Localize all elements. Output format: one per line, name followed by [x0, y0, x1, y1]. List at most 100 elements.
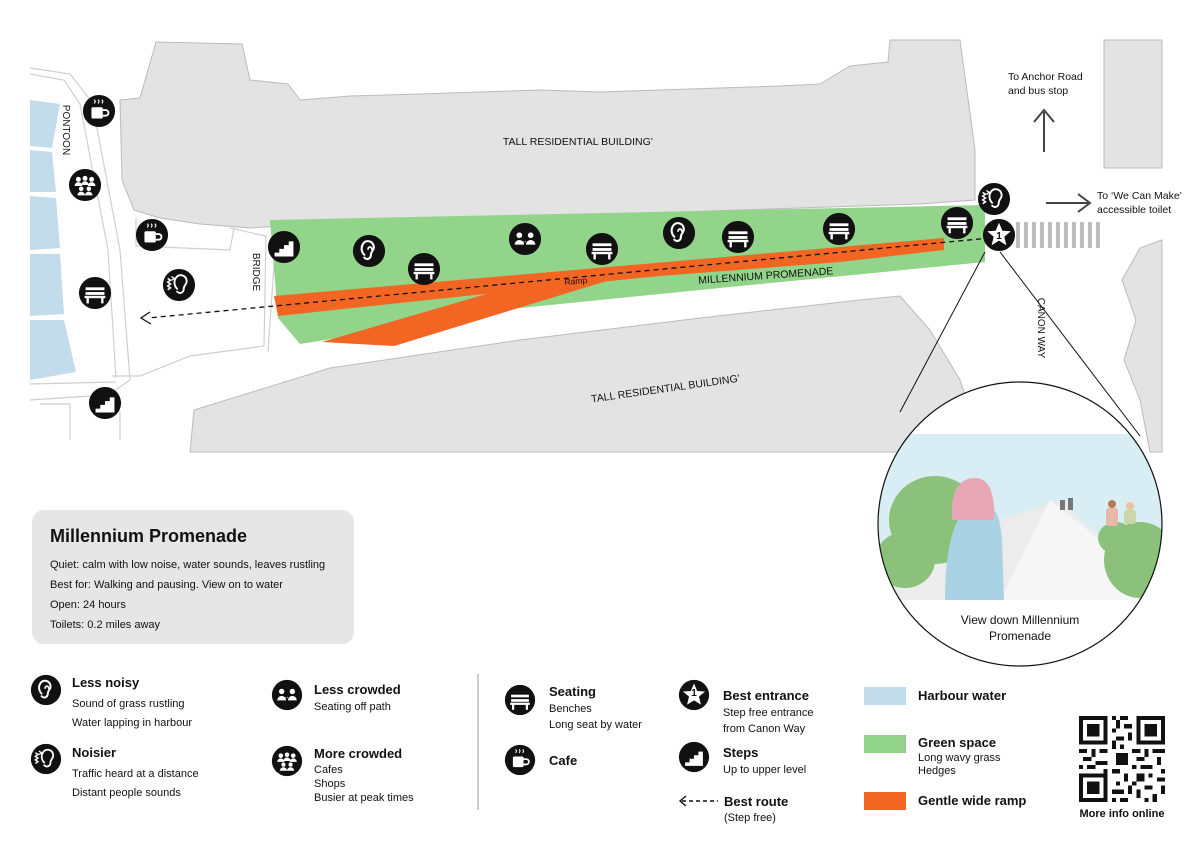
cup-icon[interactable]	[135, 218, 169, 252]
info-open: Open: 24 hours	[50, 599, 126, 611]
ear-icon[interactable]	[352, 234, 386, 268]
legend-cafe: Cafe	[549, 752, 577, 770]
best-entrance-legend-marker: 1	[678, 679, 710, 711]
qr-label: More info online	[1079, 808, 1165, 820]
view-caption-line1: View down Millennium	[961, 613, 1080, 627]
label-we-can-make-2: accessible toilet	[1097, 204, 1171, 216]
arrow-up-icon	[1033, 108, 1055, 152]
tall-residential-building-bottom	[189, 295, 987, 453]
legend-harbour-water-title: Harbour water	[918, 688, 1007, 703]
bench-icon[interactable]	[940, 206, 974, 240]
legend-green-space-line2: Hedges	[918, 765, 956, 777]
two-people-icon[interactable]	[508, 222, 542, 256]
tall-residential-building-top	[119, 39, 976, 229]
legend-best-entrance-line1: Step free entrance	[723, 707, 814, 719]
legend-more-crowded-line2: Shops	[314, 778, 346, 790]
steps-icon[interactable]	[267, 230, 301, 264]
bench-icon[interactable]	[407, 252, 441, 286]
dashed-arrow-icon	[678, 795, 718, 807]
bench-icon[interactable]	[822, 212, 856, 246]
legend-cafe-title: Cafe	[549, 753, 578, 768]
label-pontoon: PONTOON	[60, 105, 71, 155]
bench-icon[interactable]	[585, 232, 619, 266]
steps-icon	[678, 741, 710, 773]
info-toilets: Toilets: 0.2 miles away	[50, 619, 161, 631]
best-entrance-legend-number: 1	[691, 688, 697, 699]
info-title: Millennium Promenade	[50, 526, 248, 546]
callout-lines	[899, 251, 1141, 437]
legend-less-noisy-line2: Water lapping in harbour	[72, 717, 193, 729]
building-right-top	[1103, 39, 1163, 169]
legend-noisier-title: Noisier	[72, 745, 117, 760]
legend-less-noisy-line1: Sound of grass rustling	[72, 698, 185, 710]
legend-best-entrance: Best entrance Step free entrance from Ca…	[723, 687, 814, 737]
legend-seating-line1: Benches	[549, 703, 592, 715]
best-entrance-number: 1	[996, 231, 1002, 242]
pedestrian-crossing	[1016, 222, 1100, 248]
group-icon[interactable]	[68, 168, 102, 202]
gentle-wide-ramp	[274, 238, 944, 346]
best-entrance-marker[interactable]: 1	[982, 218, 1016, 252]
legend-more-crowded: More crowded Cafes Shops Busier at peak …	[314, 745, 414, 805]
legend-best-route: Best route (Step free)	[724, 793, 788, 825]
best-route-line	[147, 237, 991, 319]
legend-more-crowded-line1: Cafes	[314, 764, 343, 776]
legend-gentle-ramp: Gentle wide ramp	[918, 792, 1026, 810]
legend-gentle-ramp-title: Gentle wide ramp	[918, 793, 1027, 808]
legend-noisier-line2: Distant people sounds	[72, 787, 181, 799]
legend-less-crowded: Less crowded Seating off path	[314, 681, 401, 715]
two-people-icon	[271, 679, 303, 711]
legend-best-entrance-title: Best entrance	[723, 688, 809, 703]
label-we-can-make-1: To ‘We Can Make’	[1097, 190, 1182, 202]
label-anchor-road-1: To Anchor Road	[1008, 71, 1083, 83]
legend-harbour-water: Harbour water	[918, 687, 1006, 705]
legend-less-crowded-title: Less crowded	[314, 682, 401, 697]
cup-icon	[504, 744, 536, 776]
label-anchor-road-2: and bus stop	[1008, 85, 1068, 97]
bench-icon[interactable]	[78, 276, 112, 310]
legend-less-noisy-title: Less noisy	[72, 675, 140, 690]
info-quiet: Quiet: calm with low noise, water sounds…	[50, 559, 326, 571]
legend-seating-line2: Long seat by water	[549, 719, 642, 731]
cup-icon[interactable]	[82, 94, 116, 128]
group-icon	[271, 745, 303, 777]
view-caption-line2: Promenade	[989, 629, 1051, 643]
bench-icon	[504, 684, 536, 716]
info-card: Millennium Promenade Quiet: calm with lo…	[32, 510, 354, 644]
label-canon-way: CANON WAY	[1035, 298, 1046, 359]
ear-icon[interactable]	[662, 216, 696, 250]
info-best-for: Best for: Walking and pausing. View on t…	[50, 579, 283, 591]
legend-best-route-title: Best route	[724, 794, 789, 809]
harbour-water-swatch	[864, 687, 906, 705]
arrow-right-icon	[1046, 193, 1092, 213]
green-space-swatch	[864, 735, 906, 753]
bench-icon[interactable]	[721, 220, 755, 254]
legend-more-crowded-line3: Busier at peak times	[314, 792, 414, 804]
legend-best-entrance-line2: from Canon Way	[723, 723, 806, 735]
legend-green-space-title: Green space	[918, 735, 997, 750]
harbour-water	[30, 100, 76, 380]
legend-seating: Seating Benches Long seat by water	[549, 683, 642, 733]
legend-steps-title: Steps	[723, 745, 759, 760]
legend-noisier: Noisier Traffic heard at a distance Dist…	[72, 744, 199, 801]
building-right-bottom	[1121, 239, 1163, 453]
legend-more-crowded-title: More crowded	[314, 746, 403, 761]
label-bridge: BRIDGE	[250, 253, 261, 292]
legend-steps: Steps Up to upper level	[723, 744, 806, 778]
legend-less-noisy: Less noisy Sound of grass rustling Water…	[72, 674, 192, 731]
legend-noisier-line1: Traffic heard at a distance	[72, 768, 199, 780]
label-ramp: Ramp	[564, 275, 588, 287]
noise-ear-icon[interactable]	[977, 182, 1011, 216]
legend-seating-title: Seating	[549, 684, 596, 699]
legend-steps-line1: Up to upper level	[723, 764, 807, 776]
noise-ear-icon[interactable]	[162, 268, 196, 302]
qr-code[interactable]	[1079, 716, 1165, 802]
legend-green-space: Green space Long wavy grass Hedges	[918, 734, 1001, 778]
legend-best-route-line1: (Step free)	[724, 812, 776, 824]
best-route-arrowhead	[139, 311, 152, 325]
steps-icon[interactable]	[88, 386, 122, 420]
noise-ear-icon	[30, 743, 62, 775]
label-tall-building-top: TALL RESIDENTIAL BUILDING’	[503, 136, 653, 148]
gentle-ramp-swatch	[864, 792, 906, 810]
